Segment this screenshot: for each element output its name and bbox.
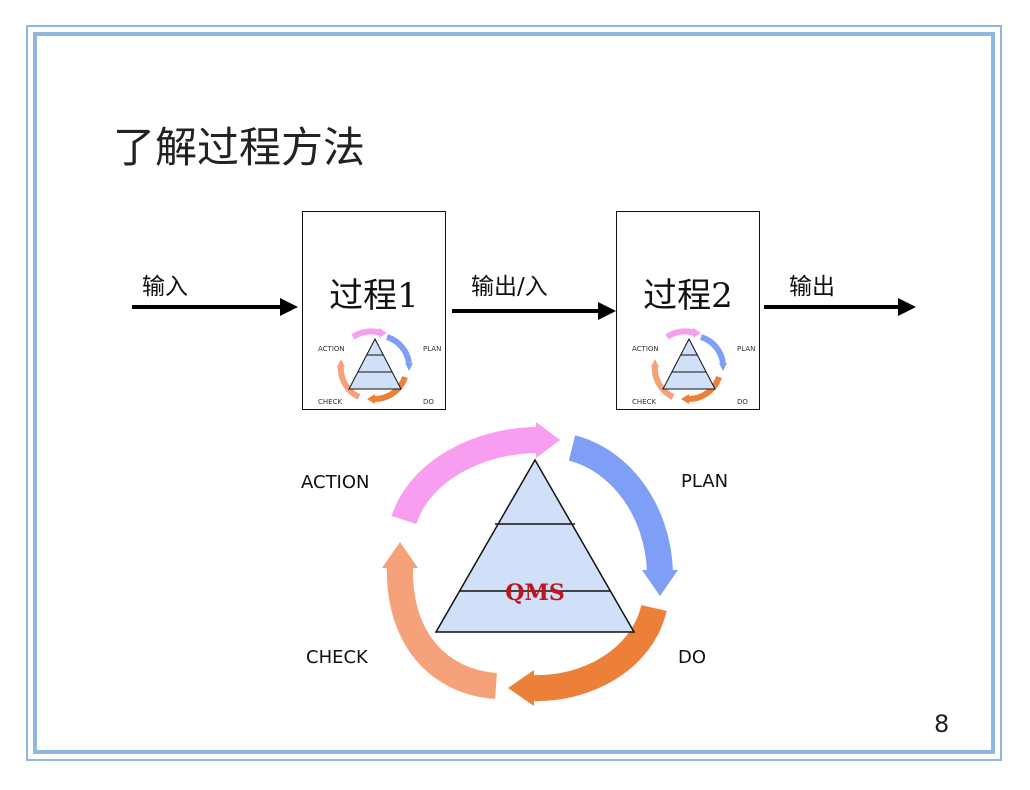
action-arrow [391, 422, 560, 525]
check-arrow [382, 542, 498, 699]
process-1-box: 过程1 ACTION PLAN DO CHECK [302, 211, 446, 410]
process-2-pdca-icon: ACTION PLAN DO CHECK [632, 328, 755, 406]
middle-label: 输出/入 [471, 274, 548, 300]
mini-do-label: DO [423, 398, 434, 406]
do-label: DO [678, 647, 706, 668]
check-label: CHECK [306, 647, 369, 668]
qms-pyramid: QMS [434, 458, 636, 633]
page-number: 8 [934, 710, 950, 738]
mini-plan-label: PLAN [423, 345, 441, 353]
slide-inner-border [33, 32, 995, 754]
mini-check-label: CHECK [632, 398, 656, 406]
qms-label: QMS [505, 580, 564, 606]
mini-do-label: DO [737, 398, 748, 406]
process-2-title: 过程2 [643, 276, 733, 316]
process-1-pdca-icon: ACTION PLAN DO CHECK [318, 328, 441, 406]
input-label: 输入 [142, 274, 188, 300]
pdca-cycle-diagram: QMS ACTION PLAN DO CHECK [301, 422, 728, 706]
do-arrow [508, 604, 667, 706]
process-1-title: 过程1 [329, 276, 419, 316]
middle-arrow [452, 302, 616, 320]
mini-action-label: ACTION [632, 345, 659, 353]
slide-outer-border [26, 25, 1002, 761]
process-2-box: 过程2 ACTION PLAN DO CHECK [616, 211, 760, 410]
action-label: ACTION [301, 472, 370, 493]
output-arrow [764, 298, 916, 316]
mini-check-label: CHECK [318, 398, 342, 406]
slide-title: 了解过程方法 [113, 123, 366, 172]
mini-action-label: ACTION [318, 345, 345, 353]
output-label: 输出 [789, 274, 835, 300]
plan-arrow [568, 435, 678, 596]
mini-plan-label: PLAN [737, 345, 755, 353]
plan-label: PLAN [681, 471, 728, 492]
input-arrow [132, 298, 298, 316]
